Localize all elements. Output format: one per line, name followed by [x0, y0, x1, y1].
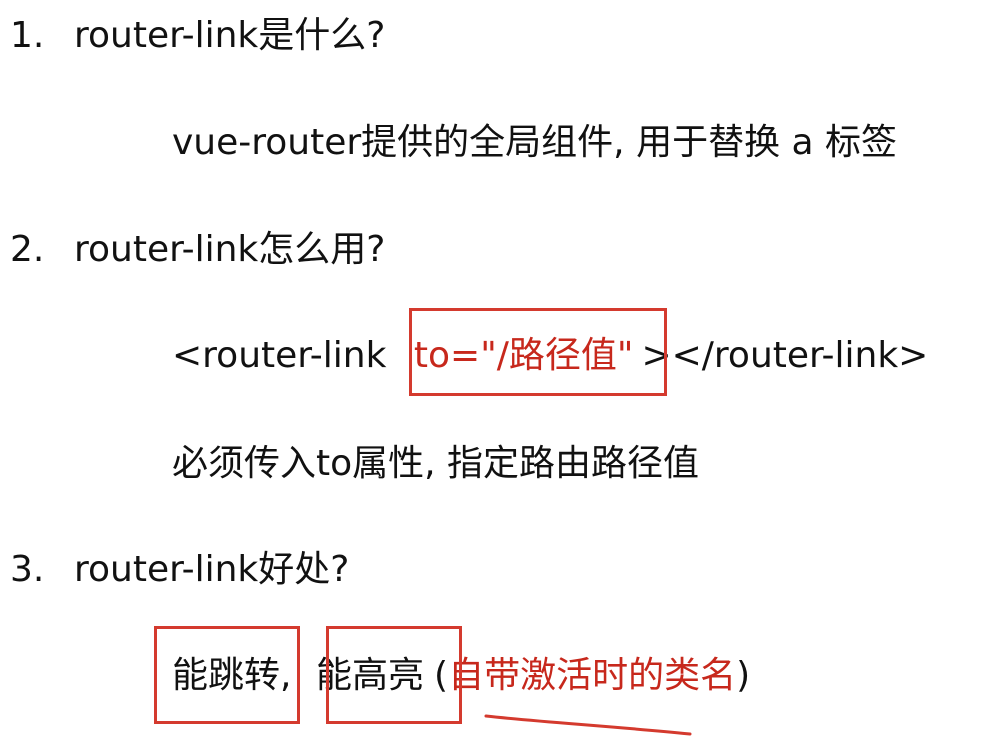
paren-close: )	[736, 655, 751, 696]
to-attribute-highlight-box	[409, 308, 667, 396]
active-class-detail: 自带激活时的类名	[448, 655, 737, 696]
underline-stroke	[484, 714, 692, 736]
benefit-highlight: 能高亮	[316, 655, 425, 696]
section-1-heading: 1. router-link是什么?	[10, 14, 385, 58]
benefit-separator: ,	[280, 655, 292, 696]
section-question: router-link是什么?	[74, 15, 386, 56]
section-3-heading: 3. router-link好处?	[10, 548, 349, 592]
benefits-line: 能跳转, 能高亮(自带激活时的类名)	[172, 654, 750, 698]
section-question: router-link好处?	[74, 549, 350, 590]
code-example: <router-link to="/路径值"></router-link>	[172, 334, 928, 378]
code-close-tag: ></router-link>	[641, 335, 929, 376]
code-to-attribute: to="/路径值"	[413, 335, 634, 376]
section-question: router-link怎么用?	[74, 229, 386, 270]
paren-open: (	[434, 655, 449, 696]
section-1-answer: vue-router提供的全局组件, 用于替换 a 标签	[172, 122, 898, 163]
section-number: 2.	[10, 229, 45, 270]
navigate-highlight-box	[154, 626, 300, 724]
section-number: 3.	[10, 549, 45, 590]
handwritten-underline	[484, 714, 692, 736]
section-2-note: 必须传入to属性, 指定路由路径值	[172, 443, 700, 484]
section-2-heading: 2. router-link怎么用?	[10, 228, 385, 272]
section-number: 1.	[10, 15, 45, 56]
highlight-highlight-box	[326, 626, 462, 724]
benefit-navigate: 能跳转	[172, 655, 281, 696]
code-open-tag: <router-link	[172, 335, 398, 376]
